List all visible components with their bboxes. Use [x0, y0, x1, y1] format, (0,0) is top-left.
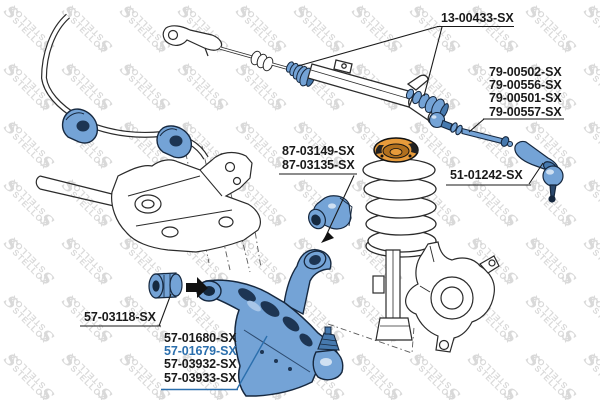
part-label-inner-tie-rod-2[interactable]: 79-00556-SX: [489, 78, 562, 93]
tie-rod-end: [514, 140, 564, 203]
part-label-inner-tie-rod-4[interactable]: 79-00557-SX: [489, 104, 562, 119]
small-bellows-left: [250, 50, 274, 72]
part-label-control-arm-3[interactable]: 57-03932-SX: [164, 357, 237, 372]
part-label-control-arm-4[interactable]: 57-03933-SX: [164, 370, 237, 385]
control-arm: [196, 248, 344, 397]
part-label-tie-rod-end[interactable]: 51-01242-SX: [450, 168, 523, 182]
part-label-control-arm-1[interactable]: 57-01680-SX: [164, 331, 237, 345]
rear-bushing-exploded: [308, 195, 353, 230]
coil-spring: [362, 158, 439, 258]
outer-tie-rod-left: [162, 25, 223, 57]
strut-body: [372, 249, 413, 341]
strut-mount: [373, 137, 419, 163]
part-label-control-arm-2-selected[interactable]: 57-01679-SX: [164, 344, 237, 359]
part-label-rear-bushing-2[interactable]: 87-03135-SX: [282, 157, 355, 172]
steering-knuckle: [405, 241, 500, 353]
leader-line-highlighted: [161, 335, 268, 391]
install-arrow-rear-bushing: [321, 232, 334, 243]
part-label-front-bushing[interactable]: 57-03118-SX: [84, 310, 156, 324]
part-label-group-control-arm: 57-01680-SX 57-01679-SX 57-03932-SX 57-0…: [164, 331, 237, 385]
part-label-inner-tie-rod-1[interactable]: 79-00502-SX: [489, 65, 562, 79]
steering-rack: [162, 25, 449, 124]
subframe-crossmember: [35, 151, 261, 253]
part-label-group-rear-bushing: 87-03149-SX 87-03135-SX: [282, 144, 355, 173]
install-arrow-front-bushing: [186, 277, 208, 298]
leader-lines: [80, 25, 564, 327]
ball-joint: [312, 326, 344, 381]
steering-boot-right: [405, 88, 449, 119]
part-label-inner-tie-rod-3[interactable]: 79-00501-SX: [489, 91, 562, 106]
part-label-steering-boot[interactable]: 13-00433-SX: [441, 11, 514, 25]
strut-assembly: [362, 137, 439, 341]
front-bushing-exploded: [148, 272, 183, 299]
stabilizer-bushing-clamp-right: [156, 125, 192, 159]
part-label-group-inner-tie-rod: 79-00502-SX 79-00556-SX 79-00501-SX 79-0…: [489, 65, 562, 119]
part-label-rear-bushing-1[interactable]: 87-03149-SX: [282, 144, 355, 158]
stabilizer-bushing-clamp-left: [61, 108, 98, 144]
inner-tie-rod: [428, 111, 514, 148]
stabilizer-bar: [40, 13, 209, 160]
